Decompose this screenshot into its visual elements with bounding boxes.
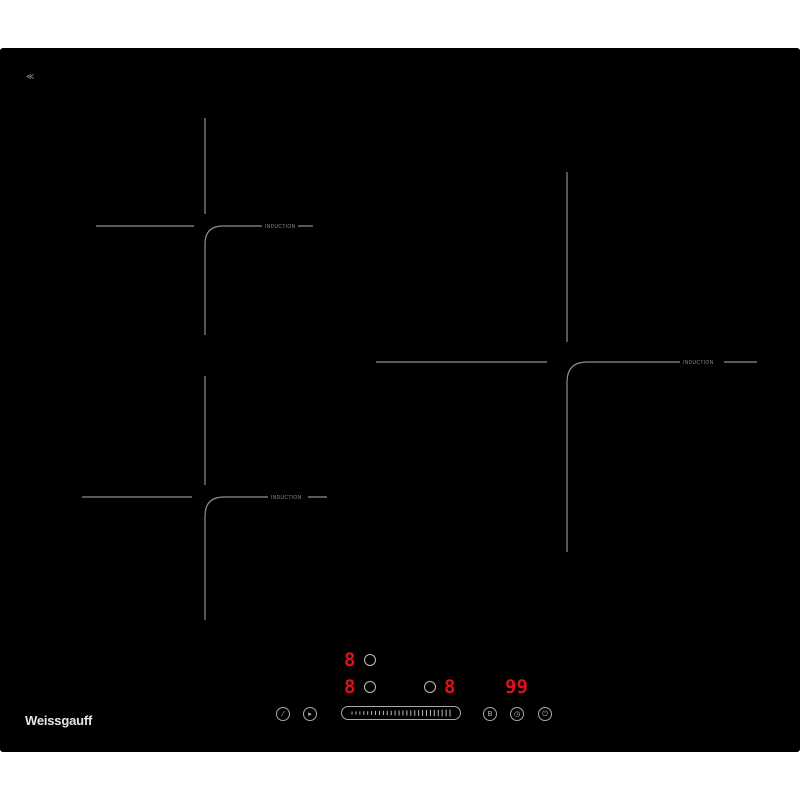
rear-left-level-display: 8 [344, 649, 356, 671]
timer-icon[interactable]: ◷ [510, 707, 524, 721]
zone-right-label: INDUCTION [683, 360, 714, 366]
zone-rear-left-cross [96, 118, 313, 335]
power-icon[interactable]: ⏻ [538, 707, 552, 721]
front-left-level-display: 8 [344, 676, 356, 698]
child-lock-icon[interactable]: ⁄ [276, 707, 290, 721]
timer-display: 99 [505, 676, 528, 698]
right-zone-ring-icon[interactable] [424, 681, 436, 693]
slider-icon [351, 709, 451, 717]
pause-icon[interactable]: ▸ [303, 707, 317, 721]
brand-logo: Weissgauff [25, 713, 93, 728]
zone-front-left-label: INDUCTION [271, 495, 302, 501]
zone-right-cross [376, 172, 757, 552]
hob-panel: ≪ INDUCTI [0, 48, 800, 752]
rear-left-zone-ring-icon[interactable] [364, 654, 376, 666]
right-level-display: 8 [444, 676, 456, 698]
front-left-zone-ring-icon[interactable] [364, 681, 376, 693]
zone-rear-left-label: INDUCTION [265, 224, 296, 230]
power-slider[interactable] [341, 706, 461, 720]
booster-icon[interactable]: B [483, 707, 497, 721]
corner-mark-icon: ≪ [26, 72, 35, 81]
cooking-zone-markings [82, 118, 757, 620]
zone-front-left-cross [82, 376, 327, 620]
